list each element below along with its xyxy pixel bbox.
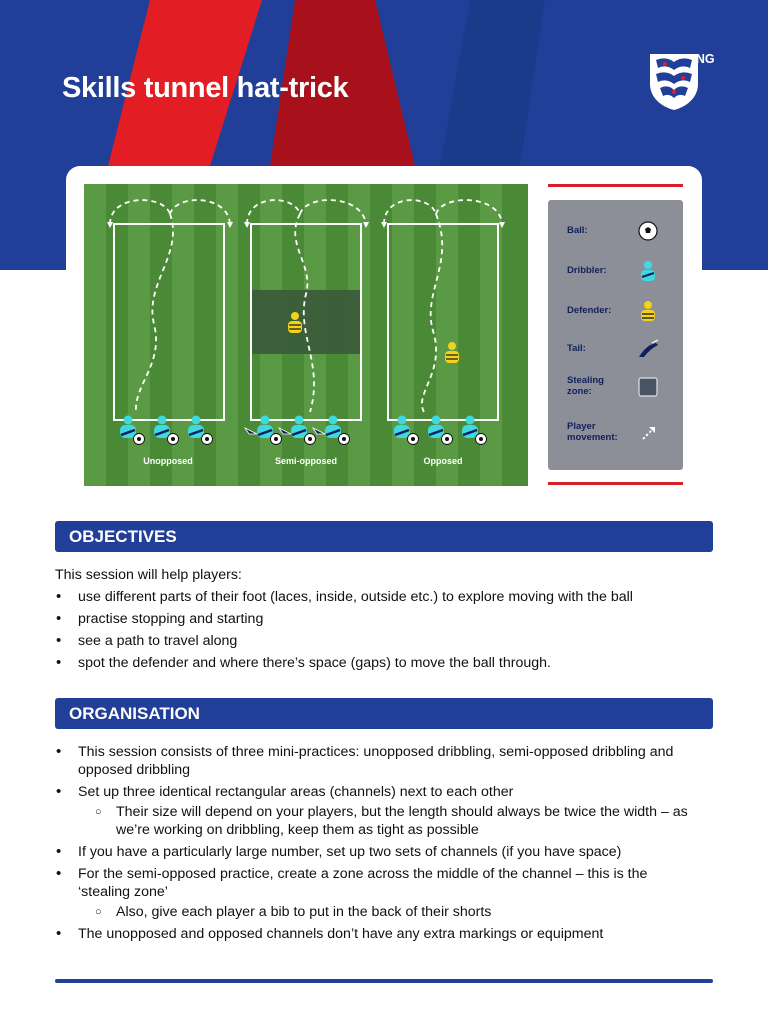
- objectives-heading: OBJECTIVES: [69, 527, 177, 546]
- legend-panel: Ball: Dribbler: Defender: Tail: Stealing…: [548, 200, 683, 470]
- channel-unopposed: [113, 223, 225, 421]
- channel-label-opposed: Opposed: [423, 456, 462, 466]
- movement-paths: [109, 199, 503, 413]
- legend-top-rule: [548, 184, 683, 187]
- list-item: If you have a particularly large number,…: [55, 843, 695, 861]
- legend-label: Stealing zone:: [567, 375, 604, 397]
- organisation-content: This session consists of three mini-prac…: [55, 743, 695, 947]
- fa-logo: LEARNING: [644, 50, 720, 110]
- legend-row-defender: Defender:: [548, 297, 683, 325]
- legend-label: Player movement:: [567, 421, 618, 443]
- legend-label: Ball:: [567, 225, 588, 236]
- list-item: Set up three identical rectangular areas…: [55, 783, 695, 839]
- legend-label: Dribbler:: [567, 265, 607, 276]
- dribbler: [428, 415, 453, 445]
- dribblers: [120, 415, 487, 445]
- legend-row-stealing-zone: Stealing zone:: [548, 372, 683, 400]
- tail-icon: [639, 339, 659, 357]
- dribbler: [394, 415, 419, 445]
- dribbler: [120, 415, 145, 445]
- dribbler: [154, 415, 179, 445]
- dribbler: [188, 415, 213, 445]
- objectives-intro: This session will help players:: [55, 567, 242, 583]
- pitch-svg: Unopposed Semi-opposed Opposed: [84, 184, 528, 486]
- pitch-diagram: Unopposed Semi-opposed Opposed: [84, 184, 528, 486]
- organisation-heading: ORGANISATION: [69, 704, 200, 723]
- pitch-stripes: [84, 184, 502, 486]
- list-item: see a path to travel along: [55, 632, 725, 650]
- legend-label: Defender:: [567, 305, 612, 316]
- list-item: spot the defender and where there’s spac…: [55, 654, 725, 672]
- dribbler-icon: [641, 261, 655, 281]
- objectives-content: This session will help players: use diff…: [55, 566, 725, 676]
- list-item: use different parts of their foot (laces…: [55, 588, 725, 606]
- sub-list-item: Their size will depend on your players, …: [78, 803, 695, 839]
- dribbler: [277, 415, 316, 445]
- path-arrowheads: [107, 222, 505, 228]
- dribbler: [243, 415, 282, 445]
- legend-row-dribbler: Dribbler:: [548, 257, 683, 285]
- legend-row-ball: Ball:: [548, 217, 683, 245]
- defender: [288, 312, 302, 333]
- arrow-icon: [642, 427, 655, 440]
- stealing-zone-icon: [638, 377, 658, 397]
- page-title: Skills tunnel hat-trick: [62, 72, 349, 104]
- organisation-heading-bar: ORGANISATION: [55, 698, 713, 729]
- three-lions-crest-icon: [650, 54, 698, 110]
- legend-label: Tail:: [567, 343, 586, 354]
- list-item-text: For the semi-opposed practice, create a …: [78, 866, 648, 900]
- dribbler: [462, 415, 487, 445]
- list-item-text: Set up three identical rectangular areas…: [78, 784, 514, 800]
- sub-list: Their size will depend on your players, …: [78, 803, 695, 839]
- channel-opposed: [387, 223, 499, 421]
- dribbler: [311, 415, 350, 445]
- sub-list: Also, give each player a bib to put in t…: [78, 903, 695, 921]
- list-item: This session consists of three mini-prac…: [55, 743, 695, 779]
- channels: [113, 223, 499, 421]
- objectives-list: use different parts of their foot (laces…: [55, 588, 725, 672]
- bottom-rule: [55, 979, 713, 983]
- organisation-list: This session consists of three mini-prac…: [55, 743, 695, 943]
- objectives-heading-bar: OBJECTIVES: [55, 521, 713, 552]
- channel-semi-opposed: [250, 223, 362, 421]
- ball-icon: [638, 221, 658, 241]
- legend-bottom-rule: [548, 482, 683, 485]
- defender-icon: [641, 301, 655, 321]
- banner-graphic: [108, 0, 545, 166]
- defender: [445, 342, 459, 363]
- list-item: The unopposed and opposed channels don’t…: [55, 925, 695, 943]
- channel-label-semi-opposed: Semi-opposed: [275, 456, 337, 466]
- legend-row-player-movement: Player movement:: [548, 419, 683, 447]
- channel-label-unopposed: Unopposed: [143, 456, 193, 466]
- list-item: practise stopping and starting: [55, 610, 725, 628]
- legend-row-tail: Tail:: [548, 335, 683, 363]
- stealing-zone: [252, 290, 360, 354]
- list-item: For the semi-opposed practice, create a …: [55, 865, 695, 921]
- sub-list-item: Also, give each player a bib to put in t…: [78, 903, 695, 921]
